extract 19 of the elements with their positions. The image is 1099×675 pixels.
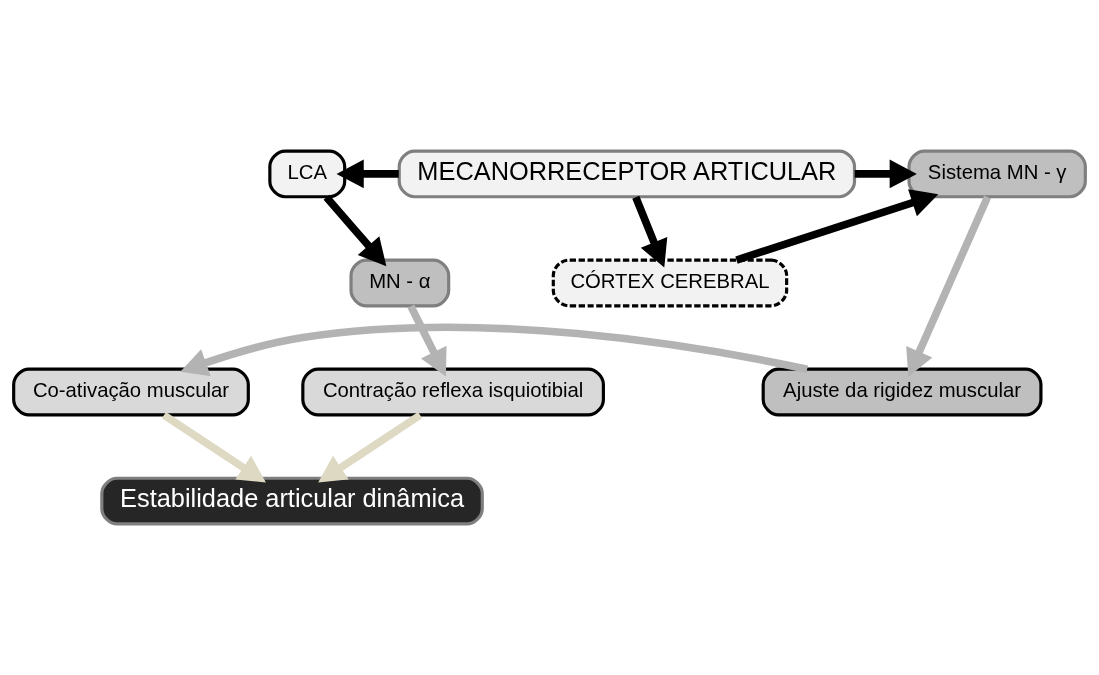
arrow [854,159,917,189]
node-box: Contração reflexa isquiotibial [301,367,605,417]
node-box: MECANORRECEPTOR ARTICULAR [397,149,857,199]
node-box: LCA [268,149,347,199]
arrow [632,195,668,268]
arrow [180,323,808,377]
node-box: Estabilidade articular dinâmica [100,476,484,526]
arrow [407,304,447,377]
node-box: Co-ativação muscular [12,367,250,417]
node-box: CÓRTEX CEREBRAL [551,258,789,308]
node-box: MN - α [349,258,451,308]
arrow [161,411,266,483]
node-box: Sistema MN - γ [907,149,1087,199]
arrow [906,195,992,377]
arrow [318,411,423,483]
node-box: Ajuste da rigidez muscular [761,367,1043,417]
arrow [323,194,387,267]
arrow [735,189,939,264]
arrow [336,159,399,189]
